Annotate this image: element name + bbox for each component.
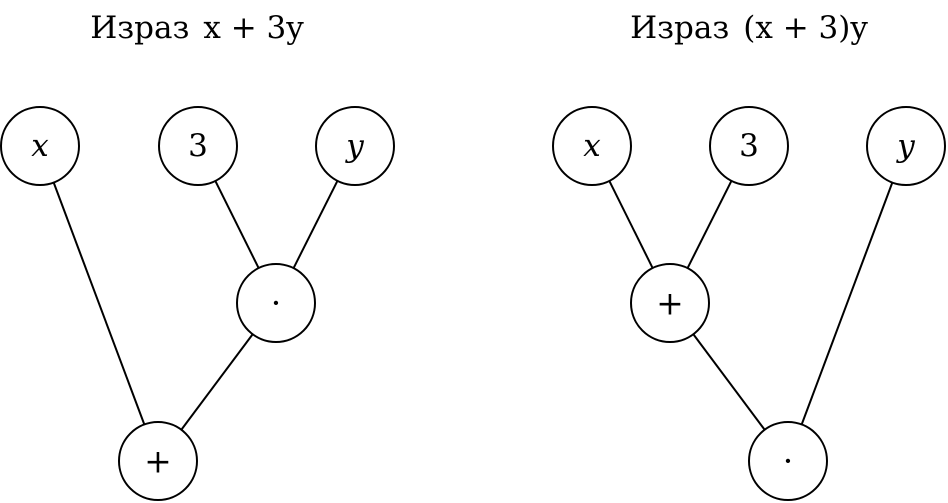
left-tree-edge-2 bbox=[292, 180, 339, 269]
left-tree-edge-0 bbox=[52, 182, 146, 425]
node-label: + bbox=[656, 284, 684, 323]
node-circle bbox=[748, 421, 828, 501]
right-tree-title: Израз (x + 3)y bbox=[630, 10, 868, 46]
node-circle bbox=[158, 106, 238, 186]
node-circle bbox=[630, 263, 710, 343]
right-tree-node-3: + bbox=[630, 263, 710, 343]
tree-nodes: x 3 y · + x 3 y + · bbox=[0, 106, 946, 501]
node-label: + bbox=[144, 442, 172, 481]
node-circle bbox=[552, 106, 632, 186]
right-tree-edge-1 bbox=[686, 180, 733, 269]
node-label: x bbox=[583, 128, 601, 164]
node-label: · bbox=[783, 442, 794, 481]
node-label: y bbox=[895, 128, 915, 164]
right-tree-edge-0 bbox=[608, 180, 654, 269]
left-tree-node-2: y bbox=[315, 106, 395, 186]
left-tree-node-3: · bbox=[236, 263, 316, 343]
left-tree-node-0: x bbox=[0, 106, 80, 186]
node-circle bbox=[866, 106, 946, 186]
left-tree-node-1: 3 bbox=[158, 106, 238, 186]
node-label: y bbox=[344, 128, 364, 164]
right-tree-node-4: · bbox=[748, 421, 828, 501]
node-circle bbox=[236, 263, 316, 343]
tree-edges bbox=[52, 180, 894, 431]
left-title-word: Израз bbox=[90, 10, 189, 46]
right-title-expression: (x + 3)y bbox=[743, 10, 868, 46]
node-circle bbox=[315, 106, 395, 186]
node-label: x bbox=[31, 128, 49, 164]
node-circle bbox=[118, 421, 198, 501]
left-tree-title: Израз x + 3y bbox=[90, 10, 304, 46]
node-label: 3 bbox=[188, 128, 208, 164]
left-tree-edge-1 bbox=[214, 180, 260, 269]
left-tree-edge-3 bbox=[180, 333, 254, 431]
right-tree-node-2: y bbox=[866, 106, 946, 186]
right-tree-node-0: x bbox=[552, 106, 632, 186]
right-tree-edge-3 bbox=[800, 182, 894, 425]
node-circle bbox=[709, 106, 789, 186]
left-tree-node-4: + bbox=[118, 421, 198, 501]
node-circle bbox=[0, 106, 80, 186]
right-tree-edge-2 bbox=[692, 333, 766, 431]
node-label: · bbox=[271, 284, 282, 323]
left-title-expression: x + 3y bbox=[203, 10, 304, 46]
node-label: 3 bbox=[739, 128, 759, 164]
right-tree-node-1: 3 bbox=[709, 106, 789, 186]
right-title-word: Израз bbox=[630, 10, 729, 46]
